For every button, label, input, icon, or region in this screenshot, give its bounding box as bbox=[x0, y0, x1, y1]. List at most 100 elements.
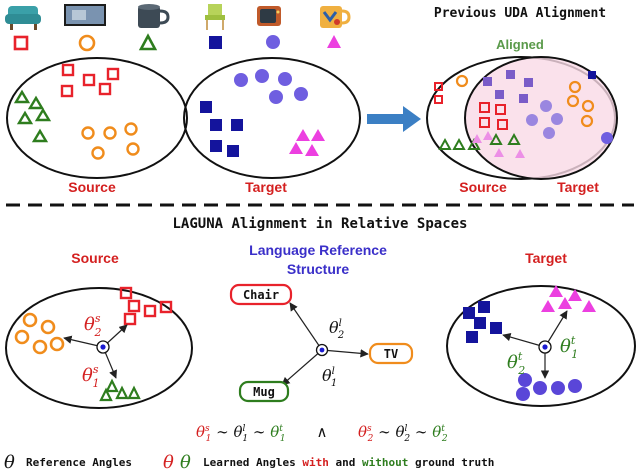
mug-node-label: Mug bbox=[253, 385, 275, 399]
target-circle bbox=[269, 90, 283, 104]
source-points bbox=[13, 63, 140, 160]
source-triangle bbox=[105, 378, 119, 393]
aligned-source-square bbox=[479, 117, 490, 128]
aligned-target-square bbox=[495, 90, 504, 99]
source-circle bbox=[126, 142, 140, 156]
source-triangle-marker bbox=[138, 33, 158, 51]
target-circle bbox=[278, 72, 292, 86]
source-triangle bbox=[31, 128, 49, 143]
aligned-source-triangle bbox=[438, 137, 452, 150]
source-square-marker bbox=[13, 35, 29, 51]
target-square bbox=[466, 331, 478, 343]
aligned-source-square bbox=[434, 82, 443, 91]
target-square bbox=[490, 322, 502, 334]
learned-angles-text: Learned Angles with and without ground t… bbox=[203, 456, 494, 469]
target-circle bbox=[255, 69, 269, 83]
mug-photo bbox=[138, 4, 170, 28]
aligned-source-square bbox=[479, 102, 490, 113]
source-triangle bbox=[27, 95, 45, 110]
source-circle bbox=[124, 122, 138, 136]
aligned-source-circle bbox=[580, 114, 594, 128]
learned-theta-red: θ bbox=[163, 452, 174, 473]
source-anchor bbox=[63, 324, 128, 379]
target-square bbox=[463, 307, 475, 319]
target-square bbox=[478, 301, 490, 313]
aligned-target-circle bbox=[540, 100, 552, 112]
source-domain-ellipse bbox=[6, 57, 188, 179]
target-square bbox=[231, 119, 243, 131]
source-triangle bbox=[16, 110, 34, 125]
aligned-target-triangle bbox=[515, 149, 525, 158]
language-reference-structure bbox=[281, 302, 369, 386]
mug-photo-target bbox=[320, 6, 351, 28]
source-triangle bbox=[127, 385, 141, 400]
aligned-source-square bbox=[495, 104, 506, 115]
target-square bbox=[474, 317, 486, 329]
source-square bbox=[82, 73, 96, 87]
source-square bbox=[119, 286, 133, 300]
target-points bbox=[200, 69, 325, 157]
chair-photo-target bbox=[205, 4, 225, 30]
target-circle bbox=[568, 379, 582, 393]
source-square bbox=[61, 63, 75, 77]
source-square bbox=[60, 84, 74, 98]
aligned-target-triangle bbox=[472, 134, 482, 143]
aligned-target-circle bbox=[526, 114, 538, 126]
aligned-source-square bbox=[434, 95, 443, 104]
target-triangle-marker bbox=[327, 35, 341, 48]
aligned-target-triangle bbox=[494, 148, 504, 157]
target-triangle bbox=[311, 129, 325, 141]
target-circle bbox=[533, 381, 547, 395]
aligned-target-circle bbox=[543, 127, 555, 139]
target-triangle bbox=[541, 300, 555, 312]
source-circle bbox=[91, 146, 105, 160]
chair-photo bbox=[5, 6, 41, 30]
alignment-arrow-icon bbox=[367, 106, 421, 132]
aligned-source-triangle bbox=[452, 137, 466, 150]
aligned-points bbox=[434, 70, 613, 158]
aligned-label: Aligned bbox=[496, 37, 544, 52]
source-square bbox=[106, 67, 120, 81]
aligned-source-circle bbox=[455, 74, 469, 88]
target-triangle bbox=[549, 285, 563, 297]
target-square bbox=[227, 145, 239, 157]
source-circle bbox=[22, 312, 38, 328]
object-markers bbox=[13, 33, 341, 52]
target-circle bbox=[551, 381, 565, 395]
laguna-title: LAGUNA Alignment in Relative Spaces bbox=[172, 216, 467, 232]
target-square bbox=[200, 101, 212, 113]
source-square bbox=[159, 300, 173, 314]
aligned-target-square bbox=[524, 78, 533, 87]
learned-theta-green: θ bbox=[180, 452, 191, 473]
source-circle bbox=[81, 126, 95, 140]
tv-node bbox=[368, 342, 414, 365]
tv-node-label: TV bbox=[384, 347, 398, 361]
language-reference-label-line1: Language Reference bbox=[249, 242, 387, 258]
source-square bbox=[143, 304, 157, 318]
source-circle-marker bbox=[78, 34, 96, 52]
chair-node bbox=[229, 283, 293, 306]
tv-photo bbox=[64, 4, 106, 26]
equation-wedge: ∧ bbox=[317, 423, 328, 441]
laguna-source-points bbox=[14, 286, 173, 402]
source-circle bbox=[49, 336, 65, 352]
target-square bbox=[210, 119, 222, 131]
aligned-source-triangle bbox=[489, 132, 503, 145]
aligned-source-label: Source bbox=[459, 179, 507, 195]
target-circle bbox=[234, 73, 248, 87]
source-circle bbox=[32, 339, 48, 355]
aligned-target-circle bbox=[601, 132, 613, 144]
source-square bbox=[123, 312, 137, 326]
language-reference-label-line2: Structure bbox=[287, 261, 349, 277]
source-triangle bbox=[99, 387, 113, 402]
aligned-target-square bbox=[483, 77, 492, 86]
laguna-target-label: Target bbox=[525, 250, 567, 266]
laguna-target-ellipse bbox=[446, 285, 636, 407]
target-label-top: Target bbox=[245, 179, 287, 195]
tv-photo-target bbox=[257, 6, 281, 26]
aligned-source-circle bbox=[581, 99, 595, 113]
